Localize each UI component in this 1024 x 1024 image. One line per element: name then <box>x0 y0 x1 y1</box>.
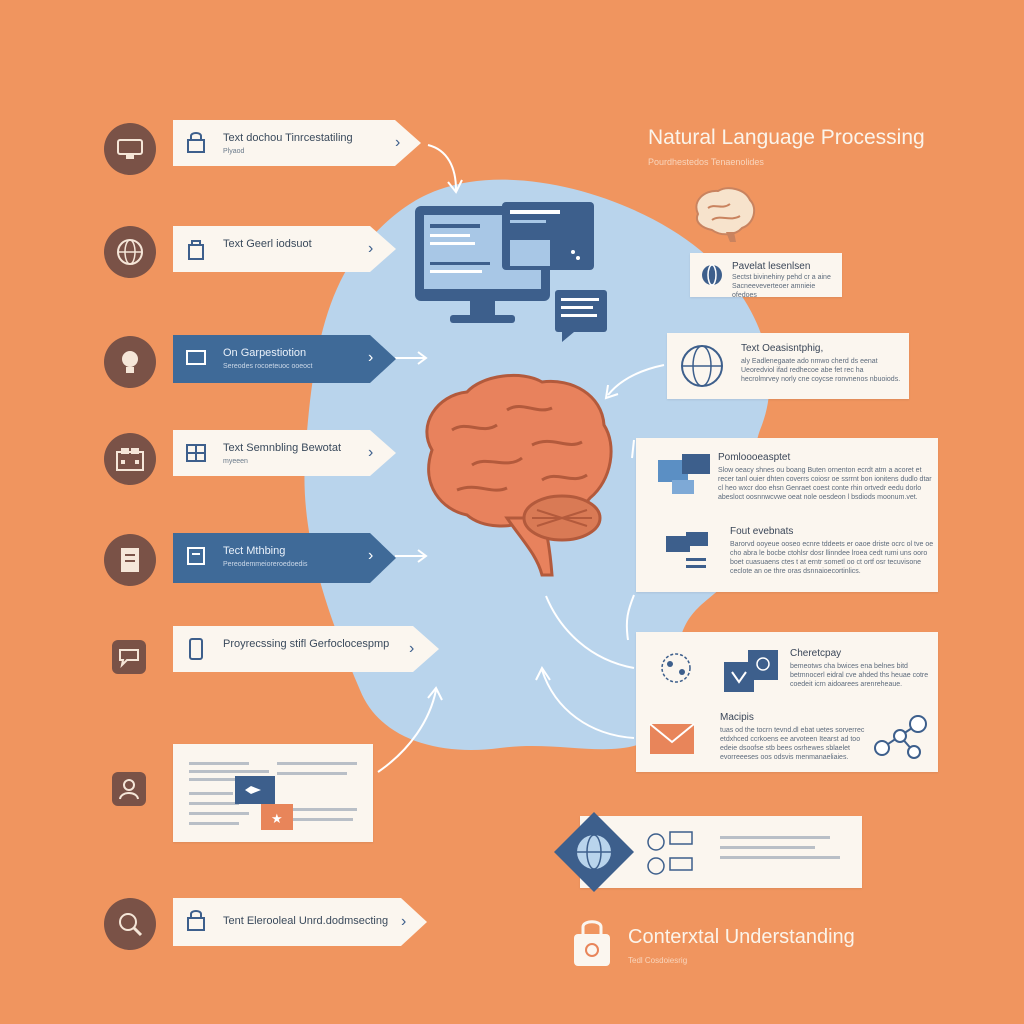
card-pavelat: Pavelat lesenlsen Sectst bivinehiny pehd… <box>690 253 842 299</box>
chevron-right-icon: › <box>409 640 415 657</box>
tag-processing[interactable]: Proyrecssing stifl Gerfoclocespmp › <box>173 626 441 672</box>
tag-title: On Garpestiotion <box>223 347 307 359</box>
lightbulb-icon <box>104 336 156 388</box>
chat-icon <box>112 640 146 674</box>
screen-icon <box>186 350 206 365</box>
document-card: ★ <box>173 744 373 842</box>
chevron-right-icon: › <box>368 240 374 257</box>
tag-text-understanding-final[interactable]: Tent Elerooleal Unrd.dodmsecting › <box>173 898 428 946</box>
card-body: Sectst bivinehiny pehd cr a aine Sacneev… <box>732 274 831 299</box>
bag-icon <box>188 240 204 260</box>
grid-icon <box>186 444 206 462</box>
network-chat-icon <box>661 650 778 692</box>
lock-icon <box>187 910 205 931</box>
chevron-right-icon: › <box>395 134 401 151</box>
small-brain-icon <box>695 187 756 242</box>
document-illustration: ★ <box>189 762 357 830</box>
footer-title: Conterxtal Understanding <box>628 926 855 948</box>
chevron-right-icon: › <box>368 547 374 564</box>
card-title: Pomloooeasptet <box>718 452 791 463</box>
svg-text:★: ★ <box>271 812 283 827</box>
card-body: bemeotws cha bwices ena belnes bitd betm… <box>790 663 929 688</box>
card-processing-steps: Pomloooeasptet Slow oeacy shnes ou boang… <box>636 438 938 592</box>
document-icon <box>104 534 156 586</box>
footer-subtitle: Tedl Cosdoiesrig <box>628 956 688 965</box>
lock-icon <box>187 132 205 153</box>
chat-diagram-icon <box>647 831 693 875</box>
text-lines-graphic <box>720 836 840 859</box>
tag-subtitle: Sereodes rocoeteuoc ooeoct <box>223 363 313 370</box>
tag-subtitle: Plyaod <box>223 148 245 155</box>
tag-text-matching[interactable]: Tect Mthbing Pereodemmeioreroedoedis › <box>173 533 398 583</box>
card-title: Cheretcpay <box>790 648 842 659</box>
building-icon <box>104 433 156 485</box>
tag-title: Tent Elerooleal Unrd.dodmsecting <box>223 915 389 927</box>
globe-icon <box>104 226 156 278</box>
chevron-right-icon: › <box>401 913 407 930</box>
person-icon <box>112 772 146 806</box>
shopping-bag-icon <box>574 920 610 966</box>
card-text-processing: Text Oeasisntphig, aly Eadlenegaate ado … <box>667 333 909 399</box>
tag-generation[interactable]: On Garpestiotion Sereodes rocoeteuoc ooe… <box>173 335 398 383</box>
card-body: tuas od the tocrn tevnd.dl ebat uetes so… <box>720 727 865 761</box>
card-title: Pavelat lesenlsen <box>732 261 811 272</box>
phone-icon <box>189 638 203 660</box>
tag-subtitle: Pereodemmeioreroedoedis <box>223 561 308 568</box>
page-subtitle: Pourdhestedos Tenaenolides <box>648 157 764 167</box>
globe-icon <box>681 345 723 387</box>
chat-bubbles-icon <box>666 532 708 568</box>
tag-text-semantic[interactable]: Text Semnbling Bewotat myeeen › <box>173 430 398 476</box>
card-body: aly Eadlenegaate ado nmwo cherd ds eenat… <box>741 358 901 383</box>
chevron-right-icon: › <box>368 444 374 461</box>
chevron-right-icon: › <box>368 349 374 366</box>
tag-title: Proyrecssing stifl Gerfoclocespmp <box>223 638 390 650</box>
card-body: Barorvd ooyeue ooseo ecnre tddeets er oa… <box>730 541 934 575</box>
tag-text-general[interactable]: Text Geerl iodsuot › <box>173 226 398 272</box>
computer-icon <box>104 123 156 175</box>
magnifier-icon <box>104 898 156 950</box>
tag-subtitle: myeeen <box>223 458 248 465</box>
card-title: Text Oeasisntphig, <box>741 343 824 354</box>
tag-text-understanding[interactable]: Text dochou Tinrcestatiling Plyaod › <box>173 120 423 166</box>
molecule-icon <box>874 715 927 759</box>
chat-windows-icon <box>658 454 710 494</box>
tag-title: Text Geerl iodsuot <box>223 238 312 250</box>
tag-title: Tect Mthbing <box>223 545 286 557</box>
brain-illustration <box>425 373 613 577</box>
card-title: Fout evebnats <box>730 526 794 537</box>
tag-title: Text dochou Tinrcestatiling <box>223 132 353 144</box>
diamond-globe-icon <box>554 812 634 892</box>
card-title: Macipis <box>720 712 754 723</box>
notepad-icon <box>187 547 205 565</box>
card-body: Slow oeacy shnes ou boang Buten ornenton… <box>718 467 932 501</box>
envelope-icon <box>649 723 695 754</box>
tag-title: Text Semnbling Bewotat <box>223 442 342 454</box>
globe-icon <box>702 264 722 286</box>
card-cheretcpay: Cheretcpay bemeotws cha bwices ena belne… <box>636 632 938 772</box>
monitor-chat-illustration <box>415 202 607 342</box>
page-title: Natural Language Processing <box>648 126 925 149</box>
